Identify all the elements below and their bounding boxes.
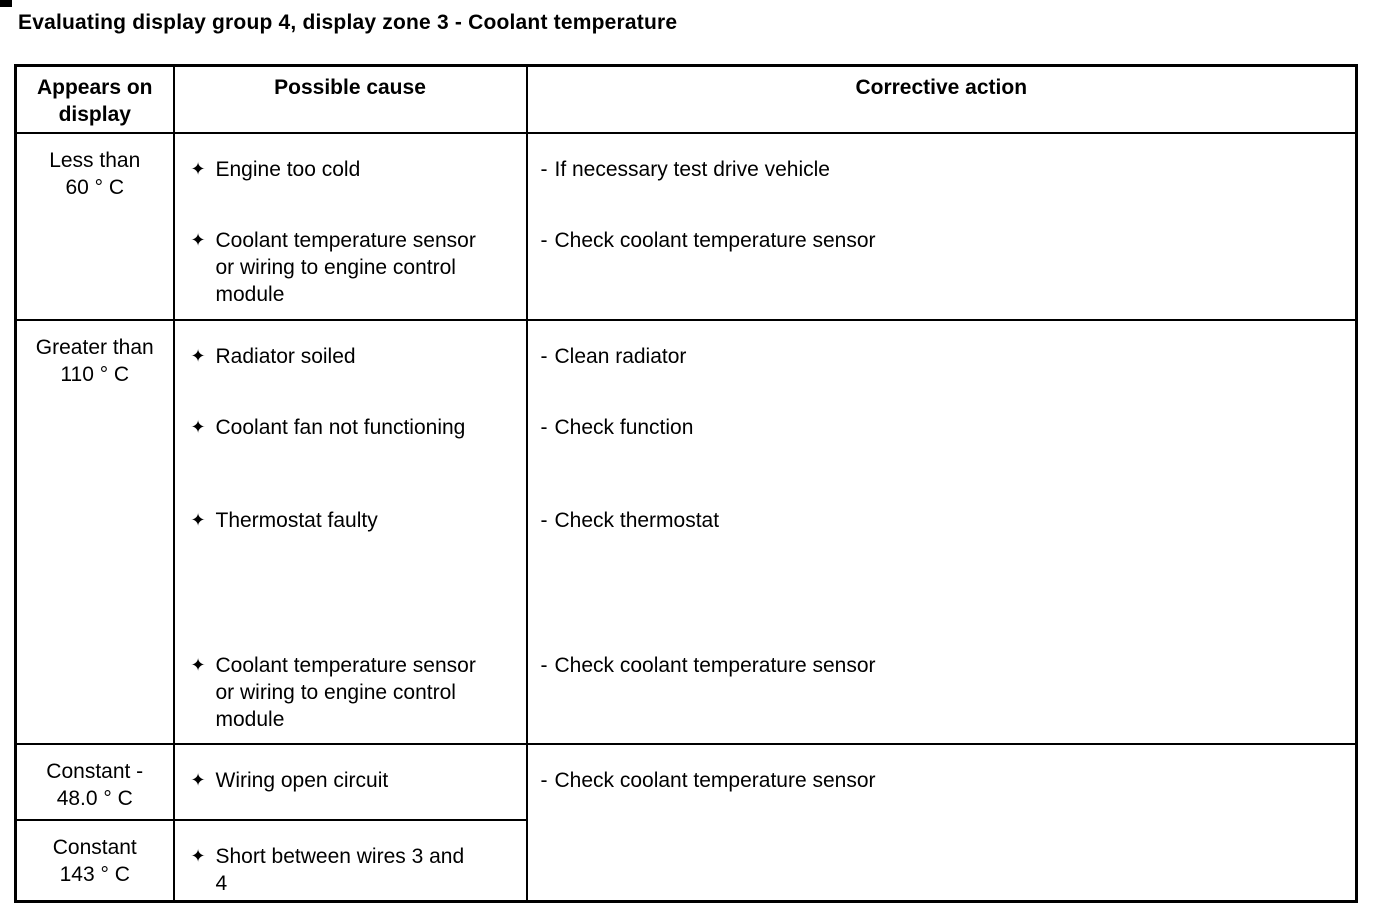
diamond-bullet-icon: ✦: [190, 345, 206, 367]
col-header-label: Possible cause: [274, 76, 426, 99]
action-dash: -: [540, 415, 548, 439]
diamond-bullet-icon: ✦: [190, 158, 206, 180]
action-text: Check coolant temperature sensor: [554, 228, 876, 252]
action-item: - Check coolant temperature sensor: [528, 227, 1356, 254]
col-header-appears-on-display: Appears on display: [14, 64, 175, 134]
diamond-bullet-icon: ✦: [190, 509, 206, 531]
cause-item: ✦ Radiator soiled: [175, 343, 526, 370]
diamond-bullet-icon: ✦: [190, 654, 206, 676]
cause-text: Engine too cold: [215, 157, 361, 181]
action-text: Check coolant temperature sensor: [554, 653, 876, 677]
display-value-line: 110 ° C: [60, 362, 130, 386]
diamond-bullet-icon: ✦: [190, 229, 206, 251]
table-row-less-than-60: Less than 60 ° C ✦ Engine too cold ✦ Coo…: [14, 131, 1358, 321]
display-value-line: Constant: [52, 835, 137, 859]
cause-text: Radiator soiled: [215, 344, 356, 368]
display-cell: Constant - 48.0 ° C: [14, 742, 175, 821]
action-item: - Check coolant temperature sensor: [528, 767, 1356, 794]
action-item: - Clean radiator: [528, 343, 1356, 370]
action-text: Clean radiator: [554, 344, 687, 368]
action-text: Check thermostat: [554, 508, 720, 532]
causes-cell: ✦ Engine too cold ✦ Coolant temperature …: [172, 131, 528, 321]
action-dash: -: [540, 768, 548, 792]
action-text: If necessary test drive vehicle: [554, 157, 830, 181]
cause-item: ✦ Short between wires 3 and 4: [175, 843, 526, 897]
display-cell: Greater than 110 ° C: [14, 318, 175, 745]
actions-cell: - Clean radiator - Check function - Chec…: [525, 318, 1358, 745]
causes-cell: ✦ Radiator soiled ✦ Coolant fan not func…: [172, 318, 528, 745]
display-cell: Less than 60 ° C: [14, 131, 175, 321]
cause-item: ✦ Wiring open circuit: [175, 767, 526, 794]
col-header-possible-cause: Possible cause: [172, 64, 528, 134]
table-row-constant-48: Constant - 48.0 ° C ✦ Wiring open circui…: [14, 742, 1358, 903]
cause-text: Thermostat faulty: [215, 508, 378, 532]
display-value-line: Greater than: [35, 335, 154, 359]
action-item: - Check function: [528, 414, 1356, 441]
table-row-constant-143: Constant 143 ° C ✦ Short between wires 3…: [14, 818, 1357, 903]
cause-item: ✦ Coolant temperature sensor or wiring t…: [175, 652, 526, 733]
diamond-bullet-icon: ✦: [190, 769, 206, 791]
causes-cell: ✦ Wiring open circuit: [172, 742, 528, 821]
cause-item: ✦ Thermostat faulty: [175, 507, 526, 534]
cause-text: Coolant fan not functioning: [215, 415, 466, 439]
display-value-line: 60 ° C: [65, 175, 125, 199]
display-value-line: Constant -: [46, 759, 144, 783]
display-cell: Constant 143 ° C: [14, 818, 175, 903]
display-value-line: 143 ° C: [59, 862, 130, 886]
table-header-row: Appears on display Possible cause Correc…: [14, 64, 1358, 134]
cause-text: Short between wires 3 and 4: [215, 844, 465, 895]
action-text: Check function: [554, 415, 694, 439]
action-item: - Check thermostat: [528, 507, 1356, 534]
action-dash: -: [540, 344, 548, 368]
causes-cell: ✦ Short between wires 3 and 4: [172, 818, 528, 903]
col-header-label: Corrective action: [855, 76, 1028, 99]
action-dash: -: [540, 653, 548, 677]
table-row-greater-than-110: Greater than 110 ° C ✦ Radiator soiled ✦…: [14, 318, 1358, 745]
cause-text: Coolant temperature sensor or wiring to …: [215, 228, 476, 306]
action-dash: -: [540, 157, 548, 181]
page-title: Evaluating display group 4, display zone…: [18, 11, 678, 34]
cause-item: ✦ Coolant temperature sensor or wiring t…: [175, 227, 526, 308]
action-dash: -: [540, 228, 548, 252]
actions-cell: - If necessary test drive vehicle - Chec…: [525, 131, 1358, 321]
cause-text: Wiring open circuit: [215, 768, 389, 792]
action-dash: -: [540, 508, 548, 532]
scan-corner-mark: [0, 0, 12, 7]
actions-cell-spanning: - Check coolant temperature sensor: [525, 742, 1358, 903]
cause-item: ✦ Coolant fan not functioning: [175, 414, 526, 441]
col-header-label: Appears on display: [36, 76, 153, 126]
cause-item: ✦ Engine too cold: [175, 156, 526, 183]
display-value-line: 48.0 ° C: [56, 786, 133, 810]
action-text: Check coolant temperature sensor: [554, 768, 876, 792]
action-item: - Check coolant temperature sensor: [528, 652, 1356, 679]
diagnostic-table: Appears on display Possible cause Correc…: [14, 64, 1358, 903]
action-item: - If necessary test drive vehicle: [528, 156, 1356, 183]
display-value-line: Less than: [49, 148, 141, 172]
diamond-bullet-icon: ✦: [190, 416, 206, 438]
cause-text: Coolant temperature sensor or wiring to …: [215, 653, 476, 731]
diamond-bullet-icon: ✦: [190, 845, 206, 867]
col-header-corrective-action: Corrective action: [525, 64, 1358, 134]
